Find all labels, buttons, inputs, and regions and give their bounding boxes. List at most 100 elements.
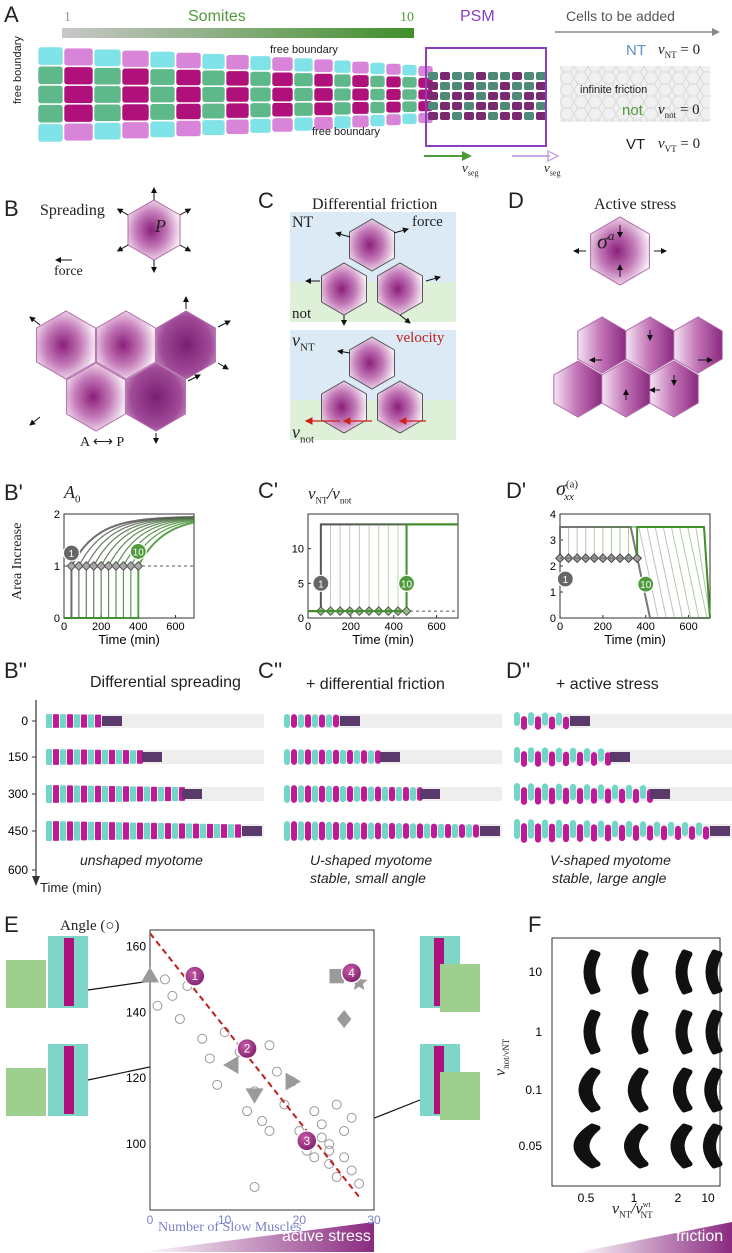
myotome-shape [675, 949, 693, 995]
data-point [339, 1152, 350, 1163]
somite-strip [130, 786, 136, 802]
embryo-photo-inset [440, 964, 480, 1012]
psm-cell [500, 112, 510, 120]
somite-cell [201, 119, 226, 136]
force-arrow [393, 227, 409, 234]
force-arrow [399, 314, 411, 324]
series-badge [556, 570, 574, 588]
somite-strip [633, 788, 639, 804]
somite-cell [225, 54, 250, 71]
somite-strip [605, 752, 611, 766]
psm-cell [512, 92, 522, 100]
somite-cell [93, 122, 122, 141]
psm-cell [428, 92, 438, 100]
psm-cell [428, 102, 438, 110]
somite-strip [81, 821, 87, 841]
somite-cell [333, 87, 352, 102]
somite-strip [291, 714, 297, 728]
psm-cell [440, 92, 450, 100]
x-axis-label: Time (min) [604, 632, 666, 647]
somite-strip [375, 750, 381, 764]
somite-strip [389, 786, 395, 802]
somite-cell [293, 116, 314, 132]
tissue-cell [156, 310, 216, 380]
somite-cell [351, 101, 370, 115]
panel-label-cp: C' [258, 478, 279, 503]
somite-strip [577, 751, 583, 767]
onset-marker [103, 561, 114, 571]
panel-label-dp: D' [506, 478, 527, 503]
series-line [636, 526, 711, 619]
somite-strip [172, 787, 178, 801]
series-badge-label: 10 [401, 579, 413, 590]
somite-cell [149, 103, 176, 121]
somite-strip [466, 824, 472, 838]
somite-strip [116, 786, 122, 802]
panels-bcd-diagrams [29, 187, 723, 444]
chart-c-title: νNT/νnot [308, 484, 352, 506]
data-point [167, 990, 178, 1001]
somite-cell [175, 120, 202, 137]
somite-strip [521, 823, 527, 843]
somite-cell [351, 87, 370, 102]
force-arrow [217, 362, 229, 370]
somite-strip [109, 786, 115, 802]
somite-cell [401, 100, 418, 113]
somite-strip [67, 821, 73, 841]
free-boundary-bottom: free boundary [312, 126, 380, 138]
bpp-title: Differential spreading [90, 674, 241, 691]
psm-cell [524, 92, 534, 100]
dpp-caption-1: V-shaped myotome [550, 852, 671, 868]
somite-cell [369, 101, 386, 114]
y-tick-label: 1 [550, 587, 556, 599]
somite-cell [369, 62, 386, 75]
somite-strip [67, 749, 73, 765]
somite-strip [542, 783, 548, 801]
somite-cell [37, 104, 64, 124]
somite-strip [151, 786, 157, 802]
somite-strip [668, 821, 674, 837]
not-label: not [622, 102, 643, 119]
somite-cell [225, 102, 250, 119]
diff-friction-title: Differential friction [312, 196, 438, 213]
sigma-a-label: σa [597, 228, 615, 254]
panel-label-b: B [4, 196, 19, 221]
onset-marker [66, 561, 77, 571]
v-nt-eq: vNT = 0 [658, 42, 701, 60]
somite-strip [312, 821, 318, 841]
psm-cell [476, 112, 486, 120]
somite-strip [563, 787, 569, 805]
somite-strip [563, 823, 569, 843]
somite-strip [556, 783, 562, 801]
psm-cell [500, 92, 510, 100]
dpp-caption-2: stable, large angle [552, 870, 667, 886]
hex-cell-p [127, 199, 181, 261]
col-label: 2 [675, 1191, 682, 1205]
somite-end: 10 [400, 10, 414, 25]
somite-cell [175, 86, 202, 103]
nu-not-label: νnot [292, 422, 315, 446]
series-line [64, 517, 195, 619]
somite-cell [93, 103, 122, 122]
somite-cell [201, 69, 226, 87]
somite-strip [661, 825, 667, 841]
v-not-eq: vnot = 0 [658, 102, 700, 120]
somite-cell [175, 52, 202, 69]
somite-strip [60, 714, 66, 728]
somite-strip [333, 714, 339, 728]
somite-cell [37, 123, 64, 143]
somite-strip [514, 747, 520, 763]
somite-cell [201, 102, 226, 120]
somite-strip [144, 822, 150, 840]
highlight-point [340, 962, 363, 984]
nu-nt-label: νNT [292, 330, 315, 354]
series-line [308, 523, 458, 613]
somite-cell [293, 57, 314, 73]
force-arrow [116, 208, 129, 216]
somite-strip [74, 785, 80, 803]
myotome-shape [705, 949, 723, 995]
somite-strip [165, 823, 171, 839]
somite-strip [633, 825, 639, 841]
data-point [339, 1125, 350, 1136]
